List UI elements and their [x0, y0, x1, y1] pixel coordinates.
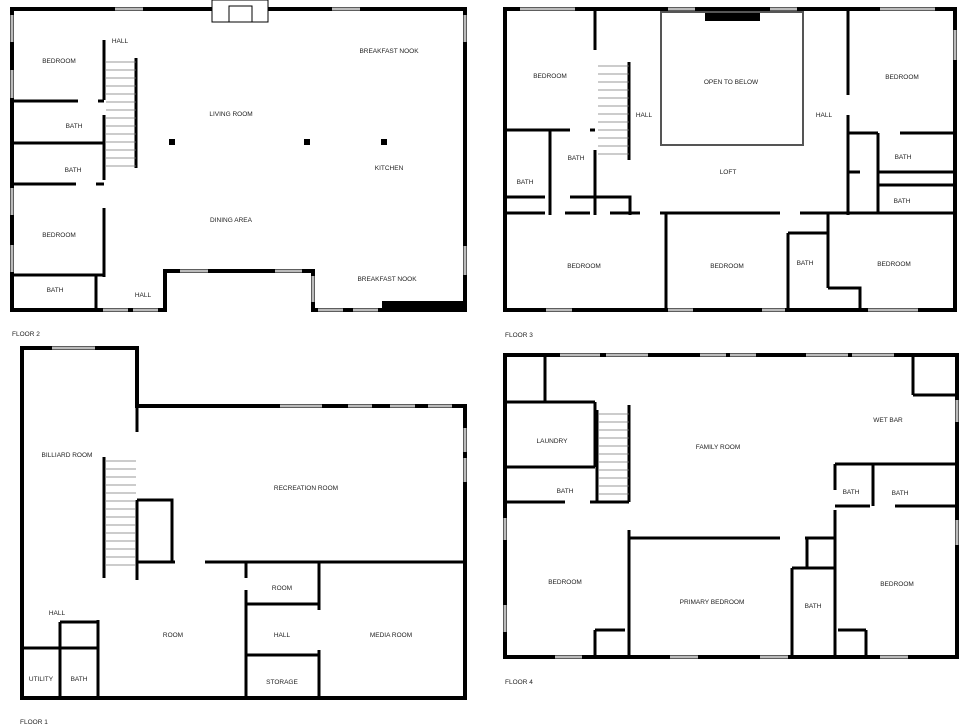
room-label: BATH [895, 154, 912, 161]
room-label: DINING AREA [210, 217, 253, 224]
room-label: STORAGE [266, 679, 298, 686]
room-label: BATH [892, 490, 909, 497]
room-label: BREAKFAST NOOK [359, 48, 419, 55]
room-label: BATH [517, 179, 534, 186]
floor-4-plan: LAUNDRY FAMILY ROOM WET BAR BATH BATH BA… [503, 353, 959, 686]
room-label: BATH [65, 167, 82, 174]
room-label: WET BAR [873, 417, 903, 424]
room-label: BEDROOM [885, 74, 919, 81]
room-label: ROOM [272, 585, 292, 592]
open-to-below-area [660, 11, 804, 146]
floor-title: FLOOR 4 [505, 679, 533, 686]
room-label: HALL [274, 632, 291, 639]
floor-title: FLOOR 2 [12, 331, 40, 338]
room-label: BATH [805, 603, 822, 610]
room-label: BEDROOM [548, 579, 582, 586]
room-label: BATH [797, 260, 814, 267]
room-label: BATH [557, 488, 574, 495]
room-label: LOFT [720, 169, 737, 176]
room-label: BEDROOM [877, 261, 911, 268]
room-label: HALL [49, 610, 66, 617]
room-label: BEDROOM [710, 263, 744, 270]
room-label: BATH [568, 155, 585, 162]
staircase [595, 410, 629, 502]
staircase [106, 58, 138, 168]
room-label: BATH [47, 287, 64, 294]
room-label: BEDROOM [533, 73, 567, 80]
room-label: BEDROOM [42, 232, 76, 239]
room-label: BATH [71, 676, 88, 683]
fireplace-icon [211, 0, 269, 23]
room-label: BEDROOM [880, 581, 914, 588]
room-label: FAMILY ROOM [696, 444, 741, 451]
room-label: UTILITY [29, 676, 54, 683]
room-label: BATH [66, 123, 83, 130]
room-label: BEDROOM [42, 58, 76, 65]
room-label: OPEN TO BELOW [704, 79, 759, 86]
room-label: BATH [894, 198, 911, 205]
room-label: RECREATION ROOM [274, 485, 338, 492]
room-label: HALL [112, 38, 129, 45]
room-label: LAUNDRY [537, 438, 569, 445]
staircase [102, 457, 136, 578]
room-label: PRIMARY BEDROOM [680, 599, 745, 606]
floor-title: FLOOR 3 [505, 332, 533, 339]
staircase [598, 62, 631, 160]
floor-3-plan: BEDROOM OPEN TO BELOW BEDROOM HALL HALL … [503, 7, 957, 339]
room-label: HALL [636, 112, 653, 119]
room-label: KITCHEN [375, 165, 404, 172]
room-label: BILLIARD ROOM [42, 452, 93, 459]
room-label: LIVING ROOM [209, 111, 252, 118]
room-label: BEDROOM [567, 263, 601, 270]
room-label: HALL [816, 112, 833, 119]
room-label: HALL [135, 292, 152, 299]
floor-1-plan: BILLIARD ROOM RECREATION ROOM ROOM HALL … [20, 346, 467, 726]
floor-2-plan: BEDROOM HALL BREAKFAST NOOK BATH LIVING … [10, 0, 467, 338]
floor-title: FLOOR 1 [20, 719, 48, 726]
room-label: MEDIA ROOM [370, 632, 412, 639]
room-label: ROOM [163, 632, 183, 639]
room-label: BATH [843, 489, 860, 496]
room-label: BREAKFAST NOOK [357, 276, 417, 283]
